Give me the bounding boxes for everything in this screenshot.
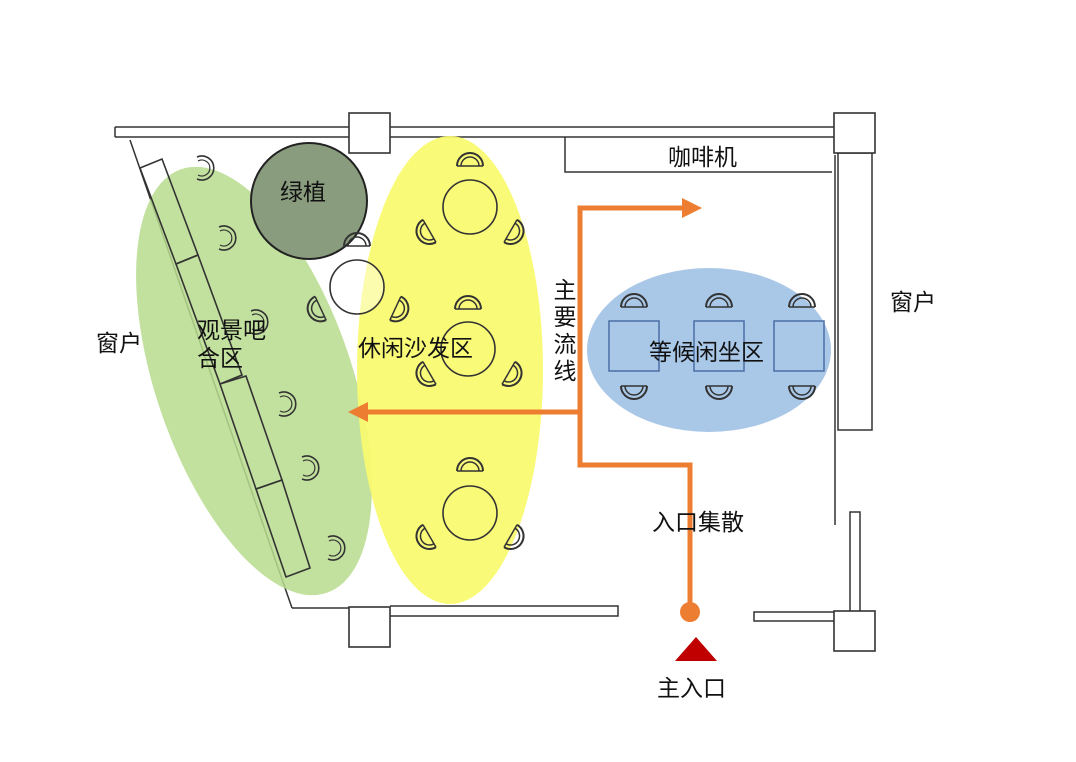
entrance-triangle (675, 637, 717, 661)
window-right-label: 窗户 (890, 290, 936, 316)
arrow-head-right (682, 198, 702, 218)
green-plant-label: 绿植 (280, 180, 326, 206)
columns (348, 112, 876, 652)
main-entrance-label: 主入口 (657, 676, 726, 702)
waiting-area-label: 等候闲坐区 (649, 340, 764, 366)
flow-start-dot (680, 602, 700, 622)
lounge-sofa-label: 休闲沙发区 (358, 336, 473, 362)
arrow-head-left (348, 402, 368, 422)
main-flow-arrows (366, 205, 693, 612)
plant-circle (250, 142, 368, 260)
coffee-counter (564, 137, 832, 173)
main-flow-label: 主要流线 (553, 278, 577, 386)
waiting-furniture (608, 320, 825, 372)
entry-gather-label: 入口集散 (652, 510, 744, 536)
view-bar-label: 观景吧 合区 (197, 318, 266, 372)
window-left-label: 窗户 (96, 331, 142, 357)
lounge-furniture (329, 179, 498, 541)
bar-counter (138, 157, 311, 579)
coffee-machine-label: 咖啡机 (668, 145, 737, 171)
waiting-zone (587, 268, 831, 432)
view-bar-zone (136, 166, 372, 596)
